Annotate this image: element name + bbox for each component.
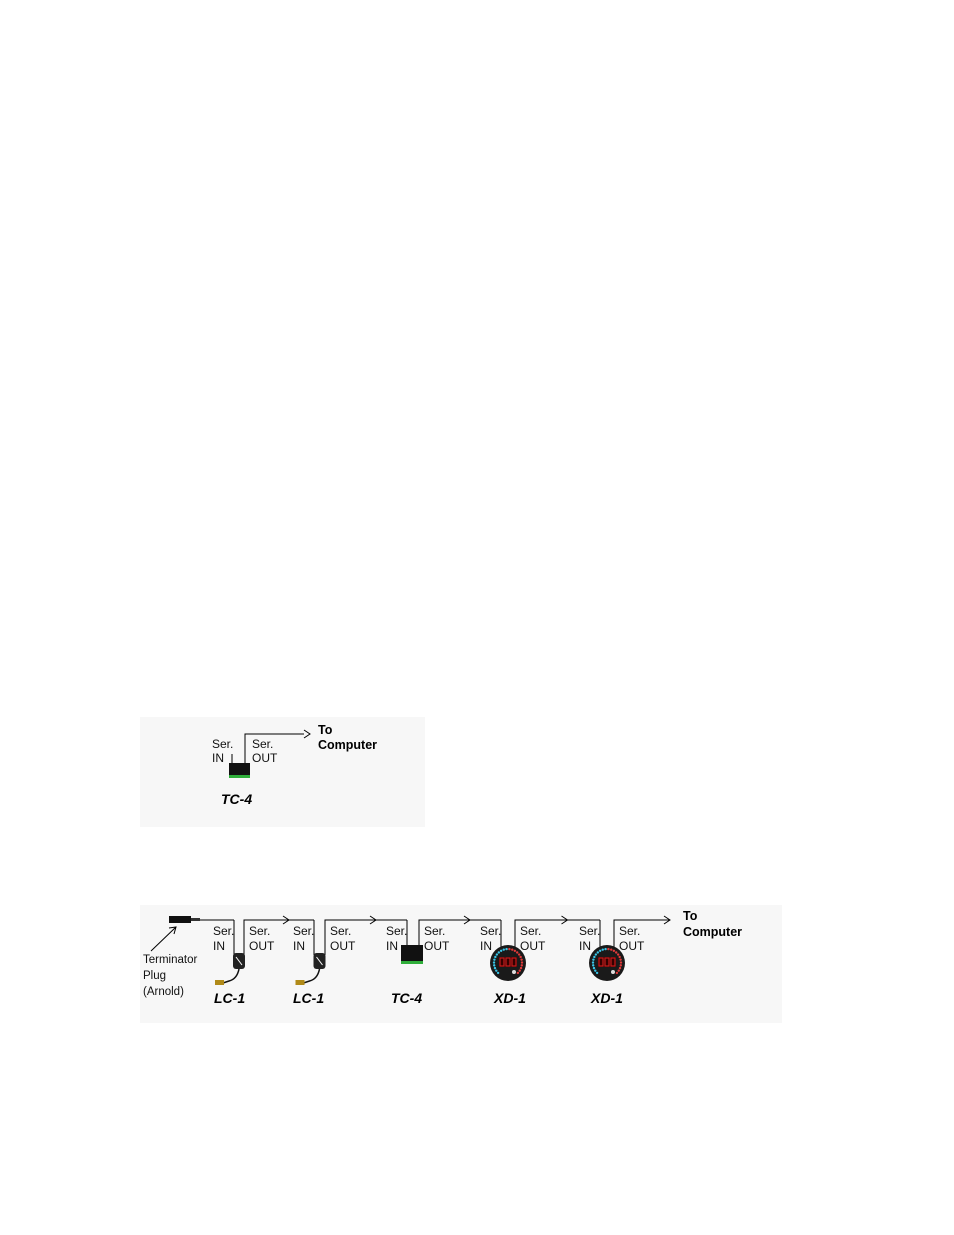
device-name-label: TC-4 (221, 791, 252, 807)
ser-out-label-line1: Ser. (249, 924, 270, 938)
ser-in-label-line2: IN (212, 751, 224, 765)
ser-out-label-line1: Ser. (252, 737, 273, 751)
ser-out-label-line2: OUT (424, 939, 450, 953)
terminator-plug-icon (169, 916, 200, 923)
ser-in-label-line2: IN (386, 939, 398, 953)
ser-in-label-line2: IN (213, 939, 225, 953)
to-computer-line1: To (683, 909, 698, 923)
single-device-diagram: Ser. IN Ser. OUT To Computer TC-4 (140, 717, 425, 827)
ser-out-label-line1: Ser. (520, 924, 541, 938)
tc4-device-icon (401, 945, 423, 964)
ser-in-label-line1: Ser. (212, 737, 233, 751)
device-name-label: TC-4 (391, 990, 422, 1006)
ser-in-label-line1: Ser. (386, 924, 407, 938)
terminator-label-line1: Terminator (143, 954, 197, 966)
daisy-chain-svg: Terminator Plug (Arnold) Ser.INSer.OUTLC… (140, 905, 782, 1023)
to-computer-line1: To (318, 723, 333, 737)
device-name-label: LC-1 (214, 990, 245, 1006)
ser-in-label-line2: IN (579, 939, 591, 953)
ser-out-label-line1: Ser. (424, 924, 445, 938)
to-computer-line2: Computer (318, 738, 377, 752)
ser-in-label-line2: IN (293, 939, 305, 953)
arrowhead (304, 730, 310, 738)
ser-out-label-line2: OUT (520, 939, 546, 953)
ser-out-label-line2: OUT (619, 939, 645, 953)
to-computer-line2: Computer (683, 925, 742, 939)
ser-out-label-line1: Ser. (330, 924, 351, 938)
device-name-label: LC-1 (293, 990, 324, 1006)
single-device-svg: Ser. IN Ser. OUT To Computer TC-4 (140, 717, 425, 827)
ser-in-label-line1: Ser. (480, 924, 501, 938)
ser-out-label-line2: OUT (252, 751, 278, 765)
ser-in-label-line1: Ser. (213, 924, 234, 938)
ser-in-label-line1: Ser. (293, 924, 314, 938)
ser-in-label-line2: IN (480, 939, 492, 953)
tc4-device-icon (229, 763, 250, 778)
terminator-label-line3: (Arnold) (143, 986, 184, 998)
lc1-device-icon (215, 953, 245, 985)
terminator-arrow-line (151, 927, 176, 951)
terminator-label-line2: Plug (143, 970, 166, 982)
lc1-device-icon (296, 953, 326, 985)
ser-out-label-line2: OUT (249, 939, 275, 953)
device-name-label: XD-1 (590, 990, 623, 1006)
ser-out-label-line1: Ser. (619, 924, 640, 938)
ser-in-label-line1: Ser. (579, 924, 600, 938)
chain-devices: Ser.INSer.OUTLC-1Ser.INSer.OUTLC-1Ser.IN… (213, 916, 670, 1006)
ser-out-label-line2: OUT (330, 939, 356, 953)
device-name-label: XD-1 (493, 990, 526, 1006)
